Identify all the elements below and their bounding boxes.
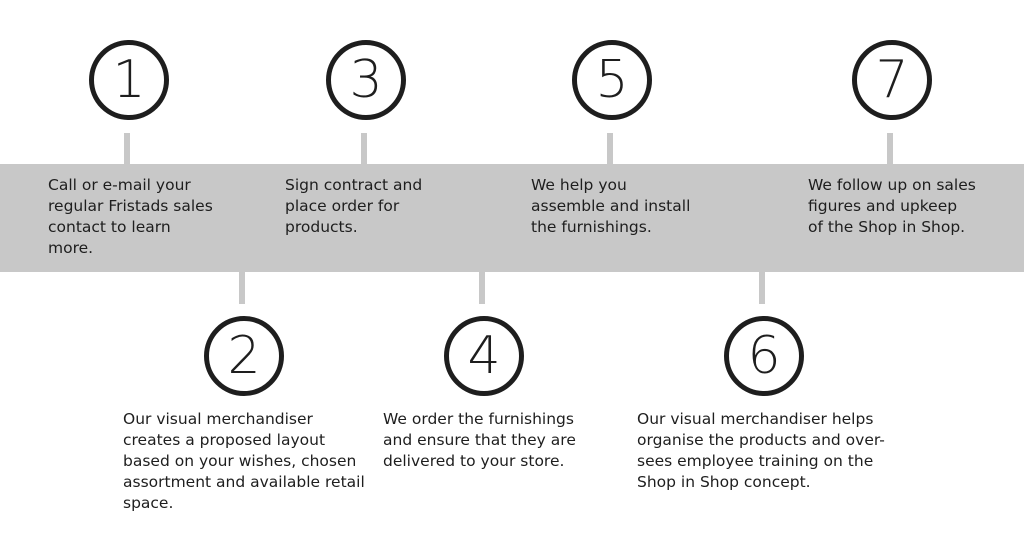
step-1-text: Call or e-mail your regular Fristads sal… bbox=[48, 176, 213, 257]
step-4-text: We order the furnishings and ensure that… bbox=[383, 410, 576, 470]
step-6-number: 6 bbox=[724, 316, 804, 396]
step-7-text: We follow up on sales figures and upkeep… bbox=[808, 176, 976, 236]
connector-6 bbox=[759, 272, 765, 304]
step-3-number: 3 bbox=[326, 40, 406, 120]
step-7-number: 7 bbox=[852, 40, 932, 120]
step-2-number: 2 bbox=[204, 316, 284, 396]
step-6-text: Our visual merchandiser helps organise t… bbox=[637, 410, 885, 491]
step-4-number: 4 bbox=[444, 316, 524, 396]
connector-5 bbox=[607, 133, 613, 164]
step-3-text: Sign contract and place order for produc… bbox=[285, 176, 423, 236]
connector-7 bbox=[887, 133, 893, 164]
step-1-number: 1 bbox=[89, 40, 169, 120]
connector-2 bbox=[239, 272, 245, 304]
connector-1 bbox=[124, 133, 130, 164]
step-5-number: 5 bbox=[572, 40, 652, 120]
connector-4 bbox=[479, 272, 485, 304]
step-5-text: We help you assemble and install the fur… bbox=[531, 176, 691, 236]
timeline-band bbox=[0, 164, 1024, 272]
step-2-text: Our visual merchandiser creates a propos… bbox=[123, 410, 365, 512]
connector-3 bbox=[361, 133, 367, 164]
